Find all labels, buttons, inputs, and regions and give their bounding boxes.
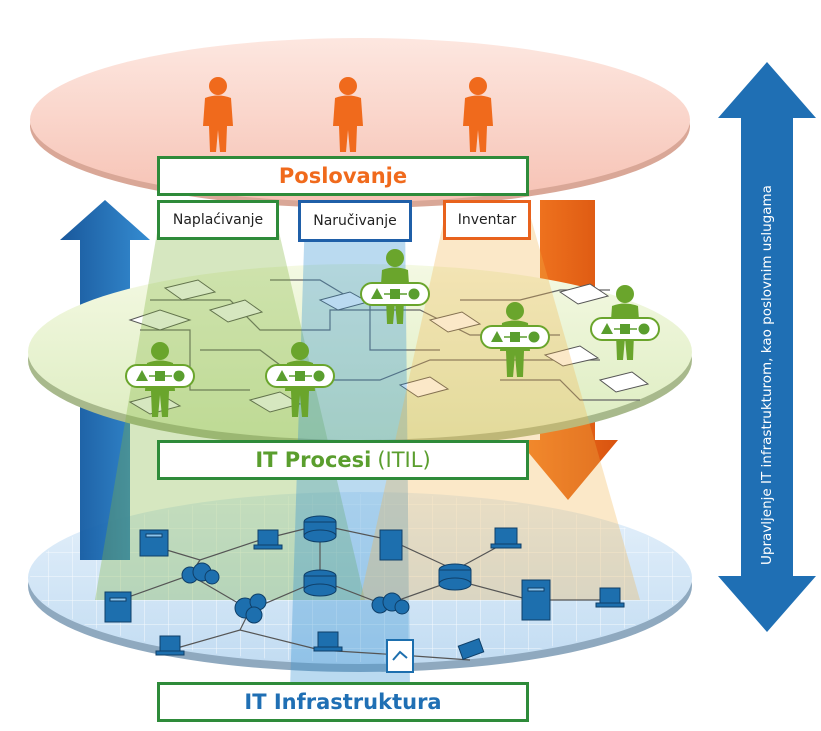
service-label: Inventar bbox=[457, 212, 517, 228]
process-disc bbox=[28, 264, 692, 448]
server-icon bbox=[379, 529, 403, 561]
database-icon bbox=[303, 515, 337, 543]
server-icon bbox=[104, 591, 132, 623]
infrastructure-devices bbox=[104, 515, 625, 673]
laptop-icon bbox=[313, 631, 343, 652]
database-icon bbox=[438, 563, 472, 591]
server-icon bbox=[521, 579, 551, 621]
service-label: Naplaćivanje bbox=[172, 212, 264, 228]
infrastructure-title-text: IT Infrastruktura bbox=[244, 690, 442, 714]
process-layer-title: IT Procesi (ITIL) bbox=[157, 440, 529, 480]
service-label: Naručivanje bbox=[313, 213, 397, 229]
laptop-icon bbox=[490, 527, 522, 549]
process-steps bbox=[128, 279, 650, 415]
process-title-suffix: (ITIL) bbox=[377, 448, 431, 472]
laptop-icon bbox=[155, 635, 185, 656]
server-icon bbox=[139, 529, 169, 557]
business-title-text: Poslovanje bbox=[278, 164, 408, 188]
process-title-text: IT Procesi bbox=[255, 448, 372, 472]
phone-icon bbox=[457, 638, 485, 660]
service-narucivanje: Naručivanje bbox=[298, 200, 412, 242]
cloud-icon bbox=[371, 592, 410, 615]
business-layer-title: Poslovanje bbox=[157, 156, 529, 196]
service-naplacivanje: Naplaćivanje bbox=[157, 200, 279, 240]
cloud-icon bbox=[234, 593, 267, 624]
infrastructure-layer-title: IT Infrastruktura bbox=[157, 682, 529, 722]
laptop-icon bbox=[253, 529, 283, 550]
infrastructure-disc bbox=[28, 492, 692, 672]
management-double-arrow bbox=[718, 62, 816, 632]
cloud-icon bbox=[181, 562, 220, 585]
service-inventar: Inventar bbox=[443, 200, 531, 240]
side-management-label: Upravljenje IT infrastrukturom, kao posl… bbox=[759, 185, 775, 565]
database-icon bbox=[303, 569, 337, 597]
pda-icon bbox=[386, 639, 414, 673]
laptop-icon bbox=[595, 587, 625, 608]
